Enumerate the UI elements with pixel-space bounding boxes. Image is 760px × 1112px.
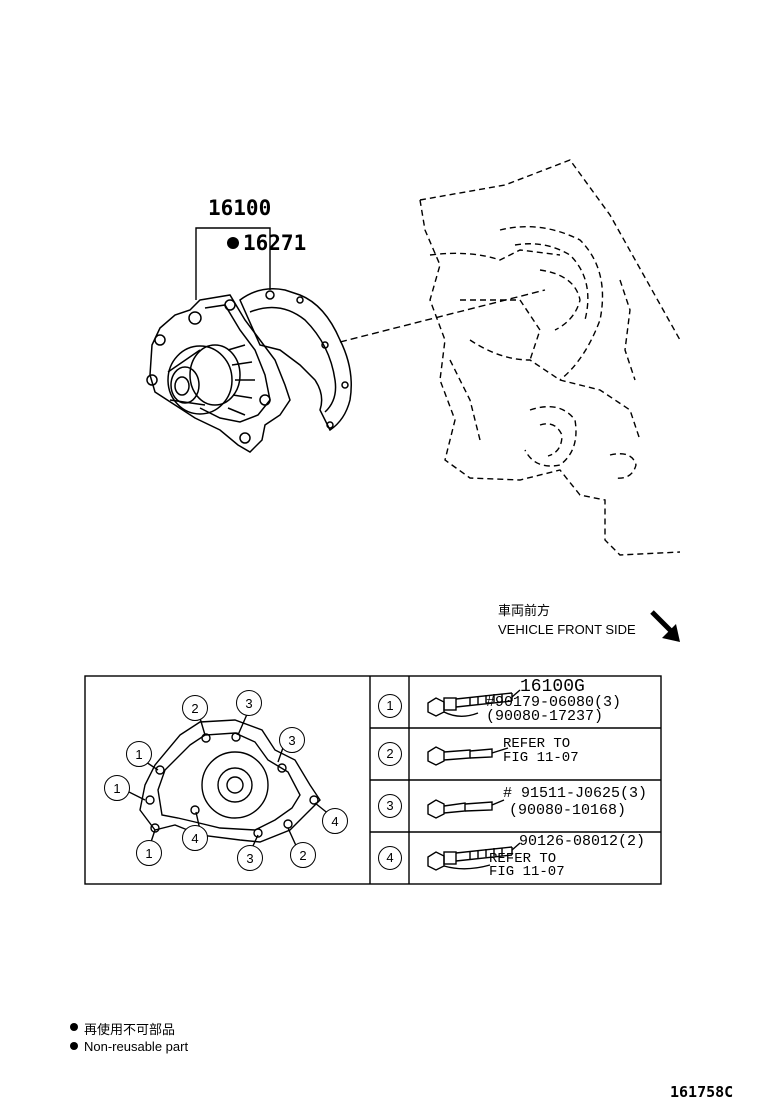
pump-callout: 2 [290,842,316,868]
bolt-reference: FIG 11-07 [503,750,579,766]
bolt-icons [427,689,521,871]
pump-callout: 3 [237,845,263,871]
bolt-part-number: (90080-17237) [486,708,604,725]
legend-label-en: Non-reusable part [84,1039,189,1054]
callout-leader-16100 [195,227,271,300]
pump-callout: 2 [182,695,208,721]
non-reusable-dot-icon [227,237,239,249]
table-row-number: 4 [378,846,402,870]
pump-callout: 3 [236,690,262,716]
table-row-number: 3 [378,794,402,818]
bolt-part-number: # 91511-J0625(3) [503,785,648,802]
pump-callout: 4 [322,808,348,834]
bolt-reference: REFER TO [489,851,557,867]
bolt-part-number: (90080-10168) [509,802,627,819]
figure-code: 161758C [670,1083,734,1101]
pump-callout: 1 [126,741,152,767]
direction-label-en: VEHICLE FRONT SIDE [498,622,636,637]
bolt-part-number: 16100G [520,677,585,697]
vehicle-front-arrow-icon [650,610,680,642]
pump-callout: 4 [182,825,208,851]
alignment-line [339,289,546,343]
pump-callout: 1 [136,840,162,866]
pump-callout: 1 [104,775,130,801]
legend-dot-icon [70,1023,78,1031]
table-row-number: 1 [378,694,402,718]
direction-label-jp: 車両前方 [498,603,551,618]
table-row-number: 2 [378,742,402,766]
bolt-table-frame [84,675,662,885]
water-pump-drawing [146,288,352,453]
callout-assembly-number: 16100 [208,196,272,220]
engine-block-outline [419,159,681,556]
callout-gasket-number: 16271 [243,231,307,255]
pump-callout: 3 [279,727,305,753]
bolt-part-number: 90126-08012(2) [519,833,646,850]
legend-dot-icon [70,1042,78,1050]
bolt-reference: REFER TO [503,736,571,752]
bolt-part-number: #90179-06080(3) [486,694,622,711]
bolt-reference: FIG 11-07 [489,864,565,880]
legend-label-jp: 再使用不可部品 [84,1022,176,1037]
pump-front-view [124,711,331,851]
